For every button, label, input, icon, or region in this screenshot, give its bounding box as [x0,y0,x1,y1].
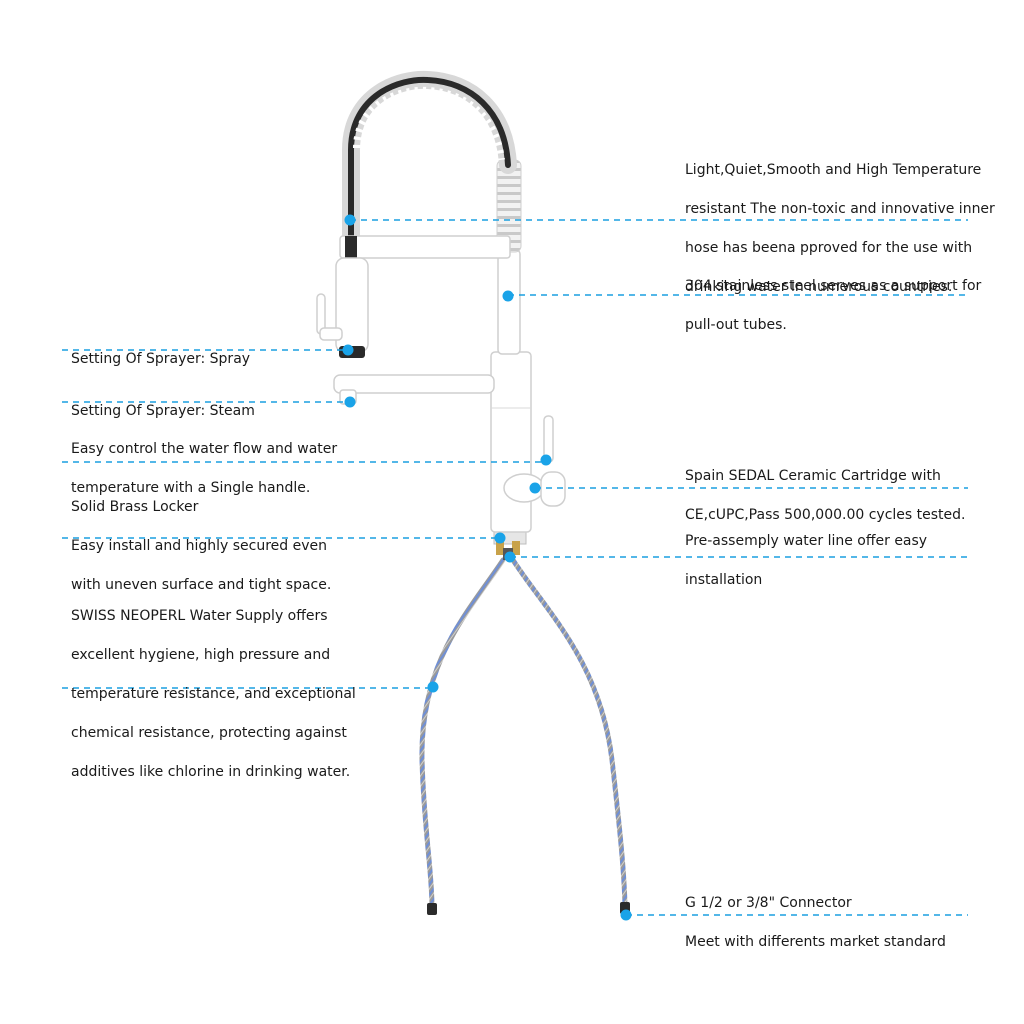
callout-text: temperature with a Single handle. [71,479,311,496]
callout-text: Spain SEDAL Ceramic Cartridge with [685,467,941,484]
dot-neoperl [427,681,439,693]
spray-arm [316,235,511,358]
dot-inner-hose [344,214,356,226]
leader-lines [62,219,968,916]
faucet-body [490,351,532,533]
callout-text: Easy control the water flow and water [71,440,338,457]
left-hose-connector [427,903,437,915]
spring-coil [353,86,505,161]
callout-connector: G 1/2 or 3/8" Connector Meet with differ… [685,874,946,972]
callout-text: excellent hygiene, high pressure and [71,646,331,663]
callout-waterline: Pre-assemply water line offer easy insta… [685,512,927,610]
callout-text: Easy install and highly secured even [71,537,328,554]
spring-hose-inner [348,76,511,243]
callout-text: hose has beena pproved for the use with [685,239,973,256]
callout-text: with uneven surface and tight space. [71,576,332,593]
support-tube [497,249,521,355]
callout-text: drinking water in numerous countries. [685,278,953,295]
right-supply-hose [510,557,628,908]
left-supply-hose [419,557,506,911]
callout-locker: Solid Brass Locker Easy install and high… [71,478,331,615]
callout-handle: Easy control the water flow and water te… [71,420,337,518]
callout-text: additives like chlorine in drinking wate… [71,763,351,780]
dot-steel [502,290,514,302]
callout-spray: Setting Of Sprayer: Spray [71,330,250,389]
callout-text: Setting Of Sprayer: Steam [71,402,255,419]
callout-text: installation [685,571,763,588]
callout-text: Light,Quiet,Smooth and High Temperature [685,161,982,178]
callout-text: chemical resistance, protecting against [71,724,347,741]
callout-text: Pre-assemply water line offer easy [685,532,928,549]
callout-steam: Setting Of Sprayer: Steam [71,382,255,441]
dot-steam [344,396,356,408]
callout-text: SWISS NEOPERL Water Supply offers [71,607,328,624]
supply-hoses [419,557,630,915]
callout-text: G 1/2 or 3/8" Connector [685,894,852,911]
callout-text: resistant The non-toxic and innovative i… [685,200,995,217]
callout-cartridge: Spain SEDAL Ceramic Cartridge with CE,cU… [685,447,966,545]
callout-neoperl: SWISS NEOPERL Water Supply offers excell… [71,587,356,802]
callout-dots [342,214,632,921]
callout-text: Meet with differents market standard [685,933,946,950]
callout-text: Setting Of Sprayer: Spray [71,350,251,367]
callout-text: pull-out tubes. [685,316,787,333]
callout-text: CE,cUPC,Pass 500,000.00 cycles tested. [685,506,966,523]
dot-spray [342,344,354,356]
dot-connector [620,909,632,921]
steam-spout [333,374,495,405]
faucet-illustration [316,70,630,915]
dot-cartridge [529,482,541,494]
callout-text: temperature resistance, and exceptional [71,685,356,702]
callout-text: Solid Brass Locker [71,498,199,515]
single-handle [503,415,566,507]
callout-inner-hose: Light,Quiet,Smooth and High Temperature … [685,141,995,317]
dot-locker [494,532,506,544]
callout-text: 304 stainless steel serves as a support … [685,277,982,294]
callout-steel: 304 stainless steel serves as a support … [685,257,981,355]
dot-handle [540,454,552,466]
dot-waterline [504,551,516,563]
